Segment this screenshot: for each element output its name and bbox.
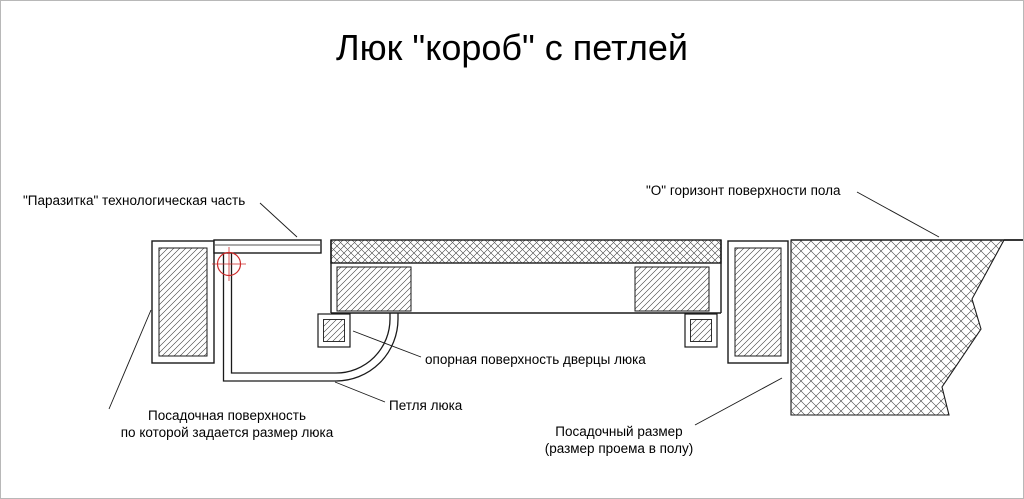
label-seat-size: Посадочный размер (размер проема в полу) bbox=[518, 423, 720, 457]
label-seating-surface-line1: Посадочная поверхность bbox=[148, 408, 306, 423]
leader-lines bbox=[108, 191, 940, 426]
leader-parazitka bbox=[259, 202, 298, 238]
hatch-door bbox=[330, 239, 722, 314]
hinge-pivot-marker bbox=[212, 247, 246, 281]
leader-support-surface bbox=[352, 330, 422, 358]
hinge-strap bbox=[222, 253, 399, 382]
label-seating-surface: Посадочная поверхность по которой задает… bbox=[101, 407, 353, 441]
label-support-surface: опорная поверхность дверцы люка bbox=[425, 352, 646, 367]
leader-horizon bbox=[856, 191, 940, 238]
left-frame-profile bbox=[151, 240, 215, 364]
diagram-title: Люк "короб" с петлей bbox=[336, 27, 688, 68]
label-parazitka: "Паразитка" технологическая часть bbox=[23, 193, 246, 208]
label-hinge: Петля люка bbox=[389, 398, 463, 413]
floor-slab-section bbox=[790, 239, 1023, 416]
label-seat-size-line1: Посадочный размер bbox=[555, 424, 683, 439]
door-support-seats bbox=[317, 313, 718, 348]
parazitka-flange bbox=[213, 239, 322, 254]
right-frame-profile bbox=[727, 240, 789, 364]
label-floor-horizon: "О" горизонт поверхности пола bbox=[646, 183, 841, 198]
leader-seating-surface bbox=[108, 309, 152, 410]
leader-seat-size bbox=[694, 377, 783, 426]
label-seat-size-line2: (размер проема в полу) bbox=[544, 441, 694, 456]
label-seating-surface-line2: по которой задается размер люка bbox=[120, 425, 334, 440]
leader-hinge bbox=[334, 381, 386, 403]
